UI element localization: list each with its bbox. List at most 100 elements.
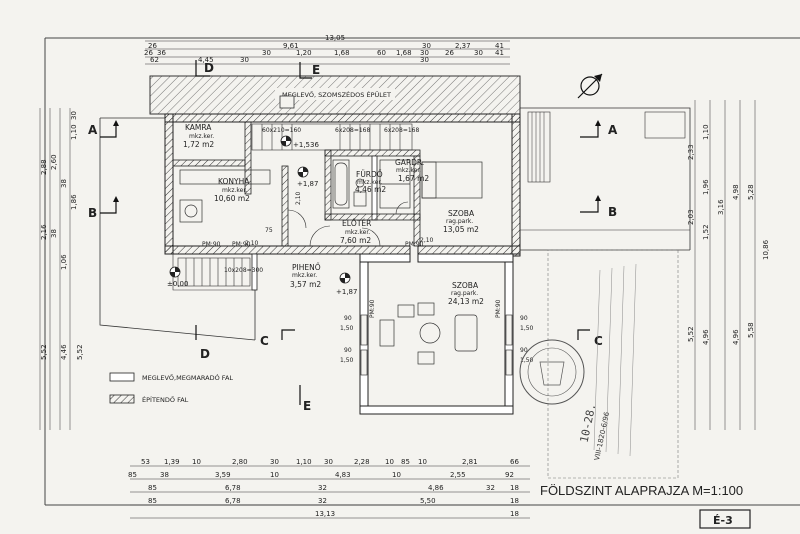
level-label: +1,536: [293, 141, 319, 149]
door-swings: [287, 201, 409, 247]
dim-top-r3: 41: [495, 49, 504, 57]
svg-text:30: 30: [324, 458, 333, 466]
door-label: PM:90: [405, 241, 424, 248]
legend-swatch-existing: [109, 372, 135, 382]
svg-text:4,96: 4,96: [702, 329, 710, 345]
room-piheno: PIHENŐ mkz.ker. 3,57 m2: [290, 263, 321, 289]
svg-text:SZOBA: SZOBA: [448, 209, 475, 218]
svg-text:1,10: 1,10: [702, 124, 710, 140]
svg-text:32: 32: [318, 484, 327, 492]
svg-text:mkz.ker.: mkz.ker.: [345, 229, 370, 236]
svg-text:4,86: 4,86: [428, 484, 444, 492]
section-label-c: C: [594, 334, 603, 348]
dim-top-r4: 4,45: [198, 56, 214, 64]
svg-text:2,16: 2,16: [40, 224, 48, 240]
fixtures: [179, 159, 483, 365]
dimension-chain-top: 13,05 26 9,61 30 2,37 41 26 36 30 1,20 1…: [144, 34, 510, 65]
svg-text:2,60: 2,60: [50, 154, 58, 170]
stairs-upper: [251, 123, 413, 151]
svg-text:30: 30: [270, 458, 279, 466]
extension-walls: [359, 253, 514, 415]
svg-text:4,46 m2: 4,46 m2: [355, 185, 386, 194]
door-label: PM:90: [232, 241, 251, 248]
svg-text:5,52: 5,52: [687, 326, 695, 342]
door-label: PM:90: [369, 299, 376, 318]
svg-text:85: 85: [128, 471, 137, 479]
svg-text:3,59: 3,59: [215, 471, 231, 479]
level-label: +1,87: [297, 180, 318, 188]
dim-top-r3: 26: [445, 49, 454, 57]
opening-labels: PM:90 PM:90 PM:90 PM:90 PM:90 90 1,50 90…: [202, 191, 534, 364]
dimension-chain-left: 30 1,10 2,88 2,60 38 1,86 2,16 38 1,06 5…: [39, 108, 84, 430]
level-label: +1,87: [336, 288, 357, 296]
stair-note: 6x208=168: [335, 127, 370, 134]
section-label-a: A: [608, 123, 618, 137]
section-label-d: D: [204, 61, 214, 75]
svg-text:1,96: 1,96: [702, 179, 710, 195]
svg-text:mkz.ker.: mkz.ker.: [396, 167, 421, 174]
door-label: PM:90: [495, 299, 502, 318]
svg-text:53: 53: [141, 458, 150, 466]
svg-text:3,57 m2: 3,57 m2: [290, 280, 321, 289]
svg-text:2,28: 2,28: [354, 458, 370, 466]
svg-text:10: 10: [392, 471, 401, 479]
dimension-chain-bottom: 53 1,39 10 2,80 30 1,10 30 2,28 10 85 10…: [128, 458, 530, 519]
dim-top-r2: 2,37: [455, 42, 471, 50]
opening-dim: 1,50: [520, 325, 534, 332]
door-label: PM:90: [202, 241, 221, 248]
svg-text:18: 18: [510, 497, 519, 505]
svg-text:10,60 m2: 10,60 m2: [214, 194, 250, 203]
svg-text:18: 18: [510, 484, 519, 492]
section-label-d: D: [200, 347, 210, 361]
room-szoba-2: SZOBA rag.park. 24,13 m2: [448, 281, 484, 306]
svg-text:32: 32: [486, 484, 495, 492]
opening-dim: 90: [520, 347, 528, 354]
dim-top-r3: 26: [144, 49, 153, 57]
dimension-chain-right: 2,33 1,10 1,96 1,52 2,03 3,16 4,98 5,28 …: [687, 100, 770, 430]
svg-text:38: 38: [50, 229, 58, 238]
room-eloter: ELŐTÉR mkz.ker. 7,60 m2: [340, 219, 371, 245]
seal-stamp: [519, 339, 585, 405]
svg-text:ELŐTÉR: ELŐTÉR: [342, 219, 371, 228]
neighbor-label: MEGLEVŐ, SZOMSZÉDOS ÉPÜLET: [282, 90, 391, 99]
svg-text:38: 38: [160, 471, 169, 479]
opening-dim: 2,10: [420, 237, 434, 244]
svg-text:4,96: 4,96: [732, 329, 740, 345]
legend: MEGLEVŐ,MEGMARADÓ FAL ÉPÍTENDŐ FAL: [109, 372, 233, 404]
svg-text:6,78: 6,78: [225, 484, 241, 492]
dim-top-r2: 26: [148, 42, 157, 50]
svg-text:6,78: 6,78: [225, 497, 241, 505]
legend-label: ÉPÍTENDŐ FAL: [142, 395, 189, 404]
opening-dim: 2,10: [295, 191, 302, 205]
svg-text:mkz.ker.: mkz.ker.: [292, 272, 317, 279]
svg-text:1,86: 1,86: [70, 194, 78, 210]
svg-text:1,52: 1,52: [702, 224, 710, 240]
svg-text:1,67 m2: 1,67 m2: [398, 174, 429, 183]
room-konyha: KONYHA mkz.ker. 10,60 m2: [214, 177, 250, 203]
svg-text:13,13: 13,13: [315, 510, 335, 518]
room-szoba-1: SZOBA rag.park. 13,05 m2: [443, 209, 479, 234]
north-arrow: [577, 73, 603, 99]
dim-top-r2: 30: [422, 42, 431, 50]
svg-text:85: 85: [148, 497, 157, 505]
svg-text:3,16: 3,16: [717, 199, 725, 215]
stair-note: 60x210=160: [262, 127, 301, 134]
room-gardrobe: GARDR. mkz.ker. 1,67 m2: [395, 158, 429, 183]
svg-text:4,46: 4,46: [60, 344, 68, 360]
svg-text:SZOBA: SZOBA: [452, 281, 479, 290]
svg-text:mkz.ker.: mkz.ker.: [357, 179, 382, 186]
dim-top-r3: 30: [474, 49, 483, 57]
svg-text:2,33: 2,33: [687, 144, 695, 160]
room-furdo: FÜRDŐ mkz.ker. 4,46 m2: [355, 170, 386, 194]
svg-text:1,10: 1,10: [70, 124, 78, 140]
opening-dim: 90: [344, 347, 352, 354]
dim-top-r3: 1,68: [334, 49, 350, 57]
stair-note: 6x208=168: [384, 127, 419, 134]
section-label-b: B: [88, 206, 97, 220]
svg-text:10: 10: [385, 458, 394, 466]
dim-top-r3: 36: [157, 49, 166, 57]
dim-top-r4: 30: [240, 56, 249, 64]
svg-text:mkz.ker.: mkz.ker.: [189, 133, 214, 140]
opening-dim: 90: [344, 315, 352, 322]
